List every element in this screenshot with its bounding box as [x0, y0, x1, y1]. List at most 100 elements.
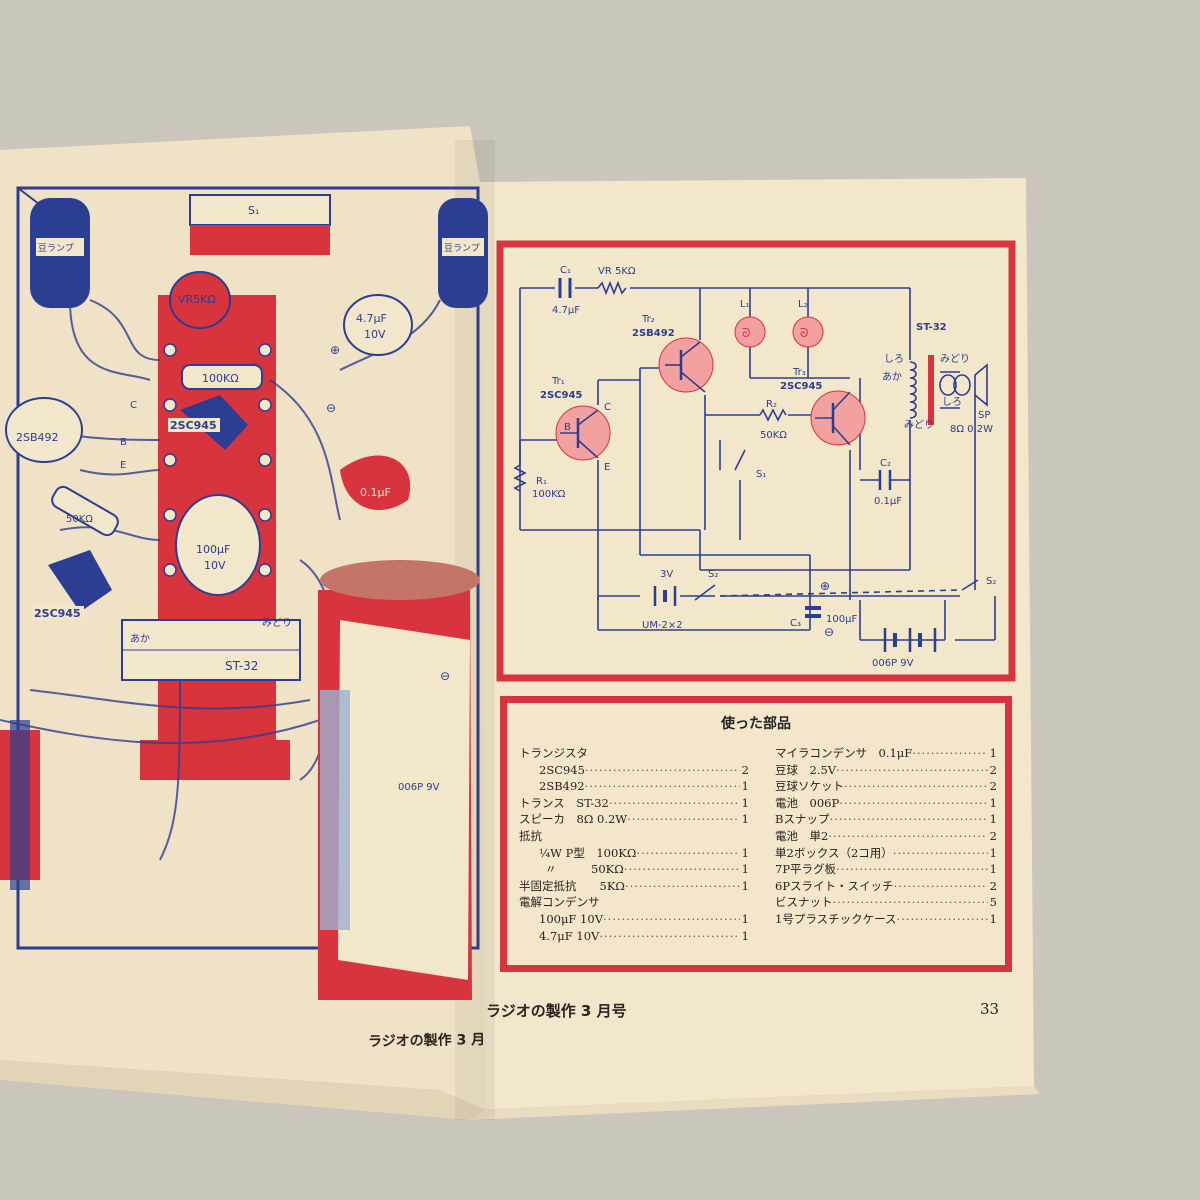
sch-plus: ⊕	[820, 579, 830, 593]
parts-list-left-column: トランジスタ 2SC945 2 2SB492 1 トランス ST-32 1 スピーカ 8Ω 0…	[519, 745, 749, 944]
sp-value: 8Ω 0.2W	[950, 424, 993, 435]
parts-item-name: トランジスタ	[519, 746, 588, 760]
parts-list-item: Bスナップ1	[775, 811, 997, 828]
parts-item-name: 6Pスライト・スイッチ	[775, 878, 894, 893]
tr1-type: 2SC945	[540, 390, 582, 401]
parts-item-name: 〃 50KΩ	[545, 862, 624, 877]
parts-item-qty	[747, 828, 749, 845]
parts-item-name: トランス ST-32	[519, 795, 609, 810]
schematic-diagram: ᘐ ᘐ C₁ 4.7μF VR 5	[496, 240, 1016, 682]
battery-minus: ⊖	[440, 669, 450, 683]
parts-list-item: 7P平ラグ板1	[775, 861, 997, 878]
parts-item-name: Bスナップ	[775, 812, 830, 827]
parts-item-name: 電解コンデンサ	[519, 895, 600, 910]
trans-midori-label: みどり	[262, 617, 292, 629]
leader-dots	[893, 845, 988, 862]
parts-item-name: 2SB492	[539, 779, 585, 794]
parts-list-right-column: マイラコンデンサ 0.1μF1豆球 2.5V2豆球ソケット2電池 006P1Bス…	[775, 745, 997, 928]
l1-label: L₁	[740, 299, 750, 310]
leader-dots	[836, 861, 988, 878]
s2-label-a: S₂	[708, 569, 718, 580]
leader-dots	[585, 762, 740, 779]
pin-c: C	[130, 400, 137, 411]
parts-item-qty: 1	[741, 862, 749, 877]
parts-item-name: ビスナット	[775, 895, 833, 910]
parts-list-item: ビスナット5	[775, 894, 997, 911]
l2-label: L₂	[798, 299, 808, 310]
parts-list-item: 1号プラスチックケース 1	[775, 911, 997, 928]
s1-label-sch: S₁	[756, 469, 766, 480]
parts-item-name: ¼W P型 100KΩ	[539, 845, 637, 860]
leader-dots	[828, 828, 987, 845]
pin-b: B	[120, 437, 127, 448]
parts-item-name: スピーカ 8Ω 0.2W	[519, 812, 628, 827]
sp-label: SP	[978, 410, 990, 421]
parts-item-qty: 2	[989, 878, 997, 893]
r2-value: 50KΩ	[760, 430, 787, 441]
parts-item-qty: 1	[741, 812, 749, 827]
parts-item-name: 2SC945	[539, 762, 585, 777]
tr3-symbol	[810, 390, 866, 446]
leader-dots	[603, 911, 740, 928]
parts-list-item: 〃 50KΩ 1	[519, 861, 749, 878]
parts-item-qty: 2	[741, 762, 749, 777]
parts-item-name: 豆球 2.5V	[775, 762, 837, 777]
parts-list-item: 抵抗	[519, 828, 749, 845]
parts-item-qty: 1	[989, 911, 997, 926]
c3-value: 100μF	[826, 614, 857, 625]
resistor-50k-label: 50KΩ	[66, 514, 93, 525]
parts-item-qty	[747, 745, 749, 762]
tr2-type: 2SB492	[632, 328, 675, 339]
parts-list-item: マイラコンデンサ 0.1μF1	[775, 745, 997, 762]
parts-item-name: 7P平ラグ板	[775, 862, 837, 877]
parts-item-qty: 1	[741, 845, 749, 860]
cap01-label: 0.1μF	[360, 486, 391, 499]
tr-2sc945-b-label: 2SC945	[34, 607, 81, 620]
lamp-left-label: 豆ランプ	[38, 243, 74, 254]
leader-dots	[600, 894, 748, 911]
parts-list-item: 半固定抵抗 5KΩ1	[519, 878, 749, 895]
leader-dots	[836, 762, 988, 779]
tr1-label: Tr₁	[551, 376, 565, 387]
parts-list-item: トランジスタ	[519, 745, 749, 762]
trans-label: ST-32	[225, 659, 258, 673]
tr3-type: 2SC945	[780, 381, 822, 392]
parts-item-qty: 1	[741, 779, 749, 794]
parts-list-item: トランス ST-32 1	[519, 795, 749, 812]
cap-minus: ⊖	[326, 401, 336, 415]
c2-label: C₂	[880, 458, 891, 469]
parts-item-qty: 1	[989, 845, 997, 860]
parts-list-box: 使った部品 トランジスタ2SC94522SB4921トランス ST-321スピー…	[500, 696, 1012, 972]
parts-list-item: 電解コンデンサ	[519, 894, 749, 911]
resistor-100k-label: 100KΩ	[202, 372, 239, 385]
midori-label-1: みどり	[940, 353, 970, 365]
parts-item-qty: 1	[741, 911, 749, 926]
vr-label: VR5KΩ	[178, 293, 216, 306]
cap-plus: ⊕	[330, 343, 340, 357]
tr3-label: Tr₃	[792, 367, 806, 378]
aka-label: あか	[882, 371, 902, 383]
parts-item-qty: 2	[989, 828, 997, 843]
cap100-voltage: 10V	[204, 559, 226, 572]
parts-list-item: 2SB492 1	[519, 778, 749, 795]
cap47-voltage: 10V	[364, 328, 386, 341]
c2-value: 0.1μF	[874, 496, 902, 507]
leader-dots	[542, 828, 747, 845]
svg-text:ᘐ: ᘐ	[742, 326, 750, 340]
parts-item-name: 抵抗	[519, 828, 542, 843]
parts-item-qty: 1	[741, 795, 749, 810]
parts-list-item: 豆球ソケット2	[775, 778, 997, 795]
wiring-illustration: S₁ 豆ランプ 豆ランプ VR5KΩ 4.7μF 10V	[0, 186, 488, 1000]
sch-pin-e: E	[604, 462, 610, 473]
vr-label-sch: VR 5KΩ	[598, 266, 636, 277]
parts-list-item: ¼W P型 100KΩ 1	[519, 845, 749, 862]
switch-label: S₁	[248, 204, 259, 217]
parts-item-name: 半固定抵抗 5KΩ	[519, 878, 625, 893]
parts-item-name: 1号プラスチックケース	[775, 911, 897, 926]
sch-minus: ⊖	[824, 625, 834, 639]
tr2-label: Tr₂	[641, 314, 655, 325]
midori-label-2: みどり	[904, 419, 934, 431]
magazine-footer: ラジオの製作 3 月号	[486, 1002, 627, 1020]
battery-label: 006P 9V	[398, 782, 440, 793]
parts-item-qty	[747, 894, 749, 911]
